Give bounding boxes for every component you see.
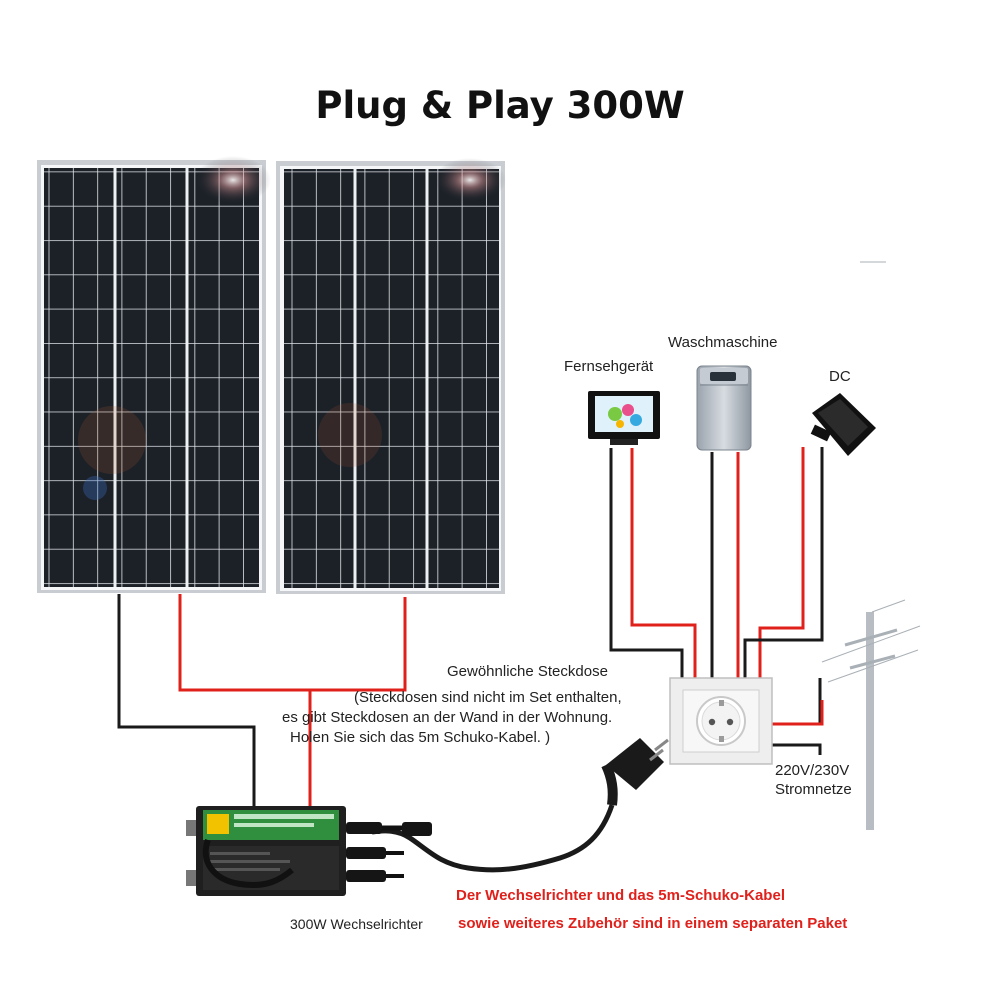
socket-note-line: Holen Sie sich das 5m Schuko-Kabel. )	[290, 729, 551, 746]
inverter-label: 300W Wechselrichter	[290, 916, 423, 932]
schuko-plug-icon	[371, 738, 669, 873]
socket-note-line: (Steckdosen sind nicht im Set enthalten,	[354, 689, 622, 706]
schuko-socket-icon	[669, 677, 773, 765]
socket-note: (Steckdosen sind nicht im Set enthalten,…	[282, 688, 622, 748]
washing-machine-icon	[696, 365, 752, 451]
floodlight-icon	[810, 393, 876, 456]
grid-name: Stromnetze	[775, 781, 852, 798]
solar-panel-right	[276, 158, 506, 594]
washer-label: Waschmaschine	[668, 334, 778, 351]
socket-label: Gewöhnliche Steckdose	[447, 663, 608, 680]
page-title: Plug & Play 300W	[315, 84, 685, 127]
tv-label: Fernsehgerät	[564, 358, 654, 375]
panel-cells	[44, 168, 259, 587]
panel-wiring	[117, 594, 407, 808]
appliance-wiring	[609, 447, 824, 755]
dc-label: DC	[829, 368, 851, 385]
panel-cells	[284, 169, 499, 588]
package-note-line: Der Wechselrichter und das 5m-Schuko-Kab…	[456, 887, 785, 904]
light-glare	[195, 156, 271, 204]
package-note: Der Wechselrichter und das 5m-Schuko-Kab…	[456, 882, 847, 938]
power-pole-icon	[821, 261, 921, 830]
grid-voltage: 220V/230V	[775, 762, 850, 779]
light-glare	[434, 158, 506, 202]
package-note-line: sowie weiteres Zubehör sind in einem sep…	[458, 915, 848, 932]
socket-note-line: es gibt Steckdosen an der Wand in der Wo…	[282, 709, 613, 726]
micro-inverter-icon	[186, 806, 432, 896]
tv-icon	[588, 391, 660, 445]
solar-panel-left	[37, 156, 271, 593]
grid-label: 220V/230V Stromnetze	[775, 761, 852, 799]
